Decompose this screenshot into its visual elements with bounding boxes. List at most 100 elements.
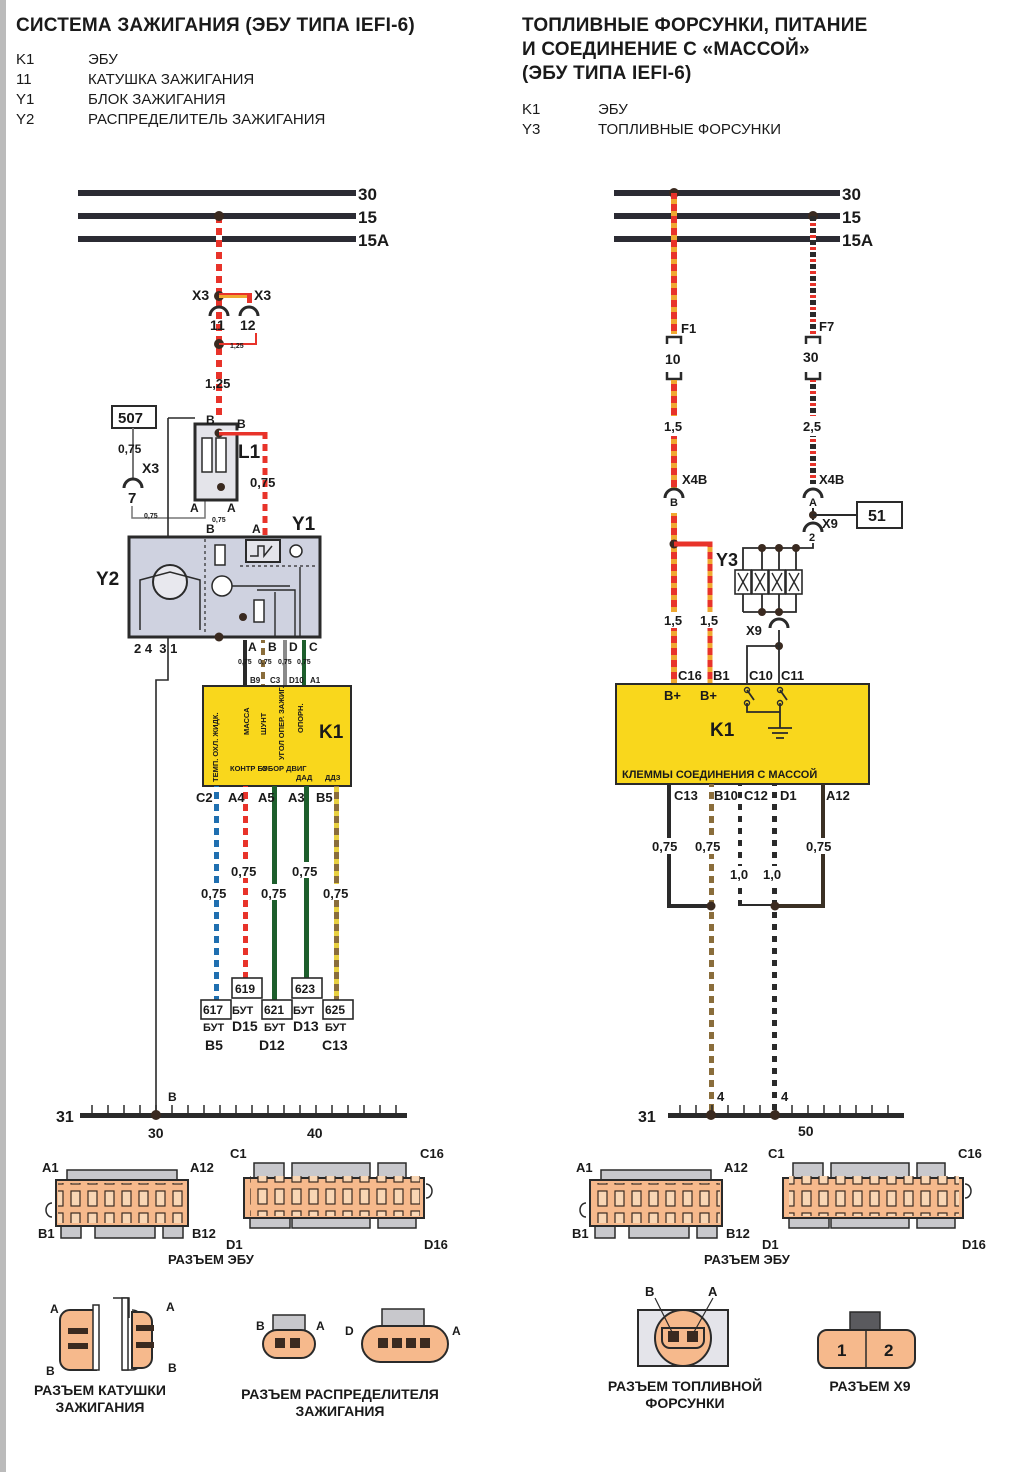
ground-ticks xyxy=(91,1105,397,1114)
pin xyxy=(378,1338,388,1348)
connector-arc xyxy=(802,521,824,533)
fuse-f1-bottom xyxy=(665,372,683,381)
wire-x3-bridge xyxy=(219,293,250,298)
connector-arc xyxy=(768,617,790,629)
junction-dot xyxy=(775,608,783,616)
pin-label: B xyxy=(256,1319,265,1333)
k1-pin: C12 xyxy=(744,788,768,803)
pin xyxy=(687,1331,698,1342)
wire xyxy=(261,640,265,686)
wire-c16 xyxy=(671,513,677,683)
k1-func: ШУНТ xyxy=(259,712,268,735)
wire-feed xyxy=(216,215,222,415)
legend-code: Y2 xyxy=(16,111,35,128)
bus-30 xyxy=(614,190,840,196)
junction-dot xyxy=(151,1110,161,1120)
ref-507: 507 xyxy=(118,410,143,427)
connector-pins xyxy=(58,1183,186,1223)
ref-box-51 xyxy=(856,501,903,529)
k1-pin: C3 xyxy=(270,676,281,685)
junction-dot xyxy=(706,901,716,911)
pin xyxy=(68,1328,88,1334)
label-bg xyxy=(805,838,841,854)
wire-c12 xyxy=(738,784,776,908)
ref-num: 623 xyxy=(295,982,315,996)
wire-size: 0,75 xyxy=(238,659,252,666)
connector-ear xyxy=(579,1202,587,1218)
switch-contact xyxy=(776,686,784,694)
connector-pins xyxy=(592,1183,720,1223)
leader-line xyxy=(693,1297,714,1333)
k1-pin: C2 xyxy=(196,790,213,805)
resistor xyxy=(214,544,226,566)
connector-body xyxy=(262,1329,316,1359)
pin-label: D16 xyxy=(962,1237,986,1252)
wire-bridge-12 xyxy=(219,333,257,345)
ref-box xyxy=(322,999,354,1020)
wire-size: 1,25 xyxy=(205,376,230,391)
wire xyxy=(671,436,677,488)
pin xyxy=(136,1342,154,1348)
pin xyxy=(392,1338,402,1348)
fuse-f7-bottom xyxy=(804,372,822,381)
label-bg xyxy=(762,866,788,882)
pin-label: A xyxy=(316,1319,325,1333)
connector-ear xyxy=(964,1183,972,1199)
ref-text: D15 xyxy=(232,1018,258,1034)
y1-pin: C xyxy=(309,640,318,654)
junction-dot xyxy=(706,1110,716,1120)
ref-text: D13 xyxy=(293,1018,319,1034)
k1-pin: D1 xyxy=(780,788,797,803)
rotor-icon xyxy=(152,564,188,600)
ref-text: БУТ xyxy=(325,1022,346,1034)
right-title-line: ТОПЛИВНЫЕ ФОРСУНКИ, ПИТАНИЕ xyxy=(522,15,868,36)
ref-text: D12 xyxy=(259,1037,285,1053)
pin xyxy=(420,1338,430,1348)
wire xyxy=(247,293,252,303)
wire-size: 0,75 xyxy=(258,659,272,666)
wire xyxy=(243,640,247,686)
pin xyxy=(136,1325,154,1331)
pin-label: D1 xyxy=(762,1237,779,1252)
x9-connector: 1 2 xyxy=(817,1311,916,1369)
wire-d1 xyxy=(772,784,777,1114)
label-bg xyxy=(660,612,690,628)
pin-label: D1 xyxy=(226,1237,243,1252)
k1-bplus: B+ xyxy=(700,688,717,703)
lamp-icon xyxy=(289,544,303,558)
x9-connector-caption: РАЗЪЕМ X9 xyxy=(829,1378,911,1394)
wire xyxy=(283,640,287,686)
label-bg xyxy=(729,866,755,882)
connector-arc xyxy=(208,305,230,317)
coil-winding xyxy=(201,437,213,473)
pin-label: D16 xyxy=(424,1237,448,1252)
label-bg xyxy=(697,612,727,628)
wire xyxy=(810,380,816,416)
k1-func: КОНТР БУ xyxy=(230,764,268,773)
ref-text: БУТ xyxy=(264,1022,285,1034)
k1-pin: A4 xyxy=(228,790,245,805)
k1-pin: B9 xyxy=(250,676,261,685)
legend-code: K1 xyxy=(16,51,35,68)
wire-f1 xyxy=(671,193,677,334)
junction-dot xyxy=(214,632,224,642)
l1-pin: B xyxy=(237,417,246,431)
pin-label: C16 xyxy=(420,1146,444,1161)
junction-dot xyxy=(792,544,800,552)
x9-label: X9 xyxy=(746,623,762,638)
connector-frame xyxy=(121,1297,129,1371)
connector-pins xyxy=(789,1176,959,1216)
ref-text: БУТ xyxy=(293,1005,314,1017)
wire-size: 0,75 xyxy=(118,442,142,456)
ground-tick-label: 40 xyxy=(307,1125,323,1141)
page-edge xyxy=(0,0,6,1472)
wire-c13 xyxy=(667,784,712,908)
ref-text: B5 xyxy=(205,1037,223,1053)
k1-func: ОБОР ДВИГ xyxy=(262,764,307,773)
ecu-connector-right-ab: A1 A12 B1 B12 xyxy=(572,1160,750,1241)
connector-ear xyxy=(425,1183,433,1199)
x3-7-pin: 7 xyxy=(128,490,136,507)
wire xyxy=(302,640,306,686)
k1-label: K1 xyxy=(710,720,735,741)
k1-pin: B10 xyxy=(714,788,738,803)
